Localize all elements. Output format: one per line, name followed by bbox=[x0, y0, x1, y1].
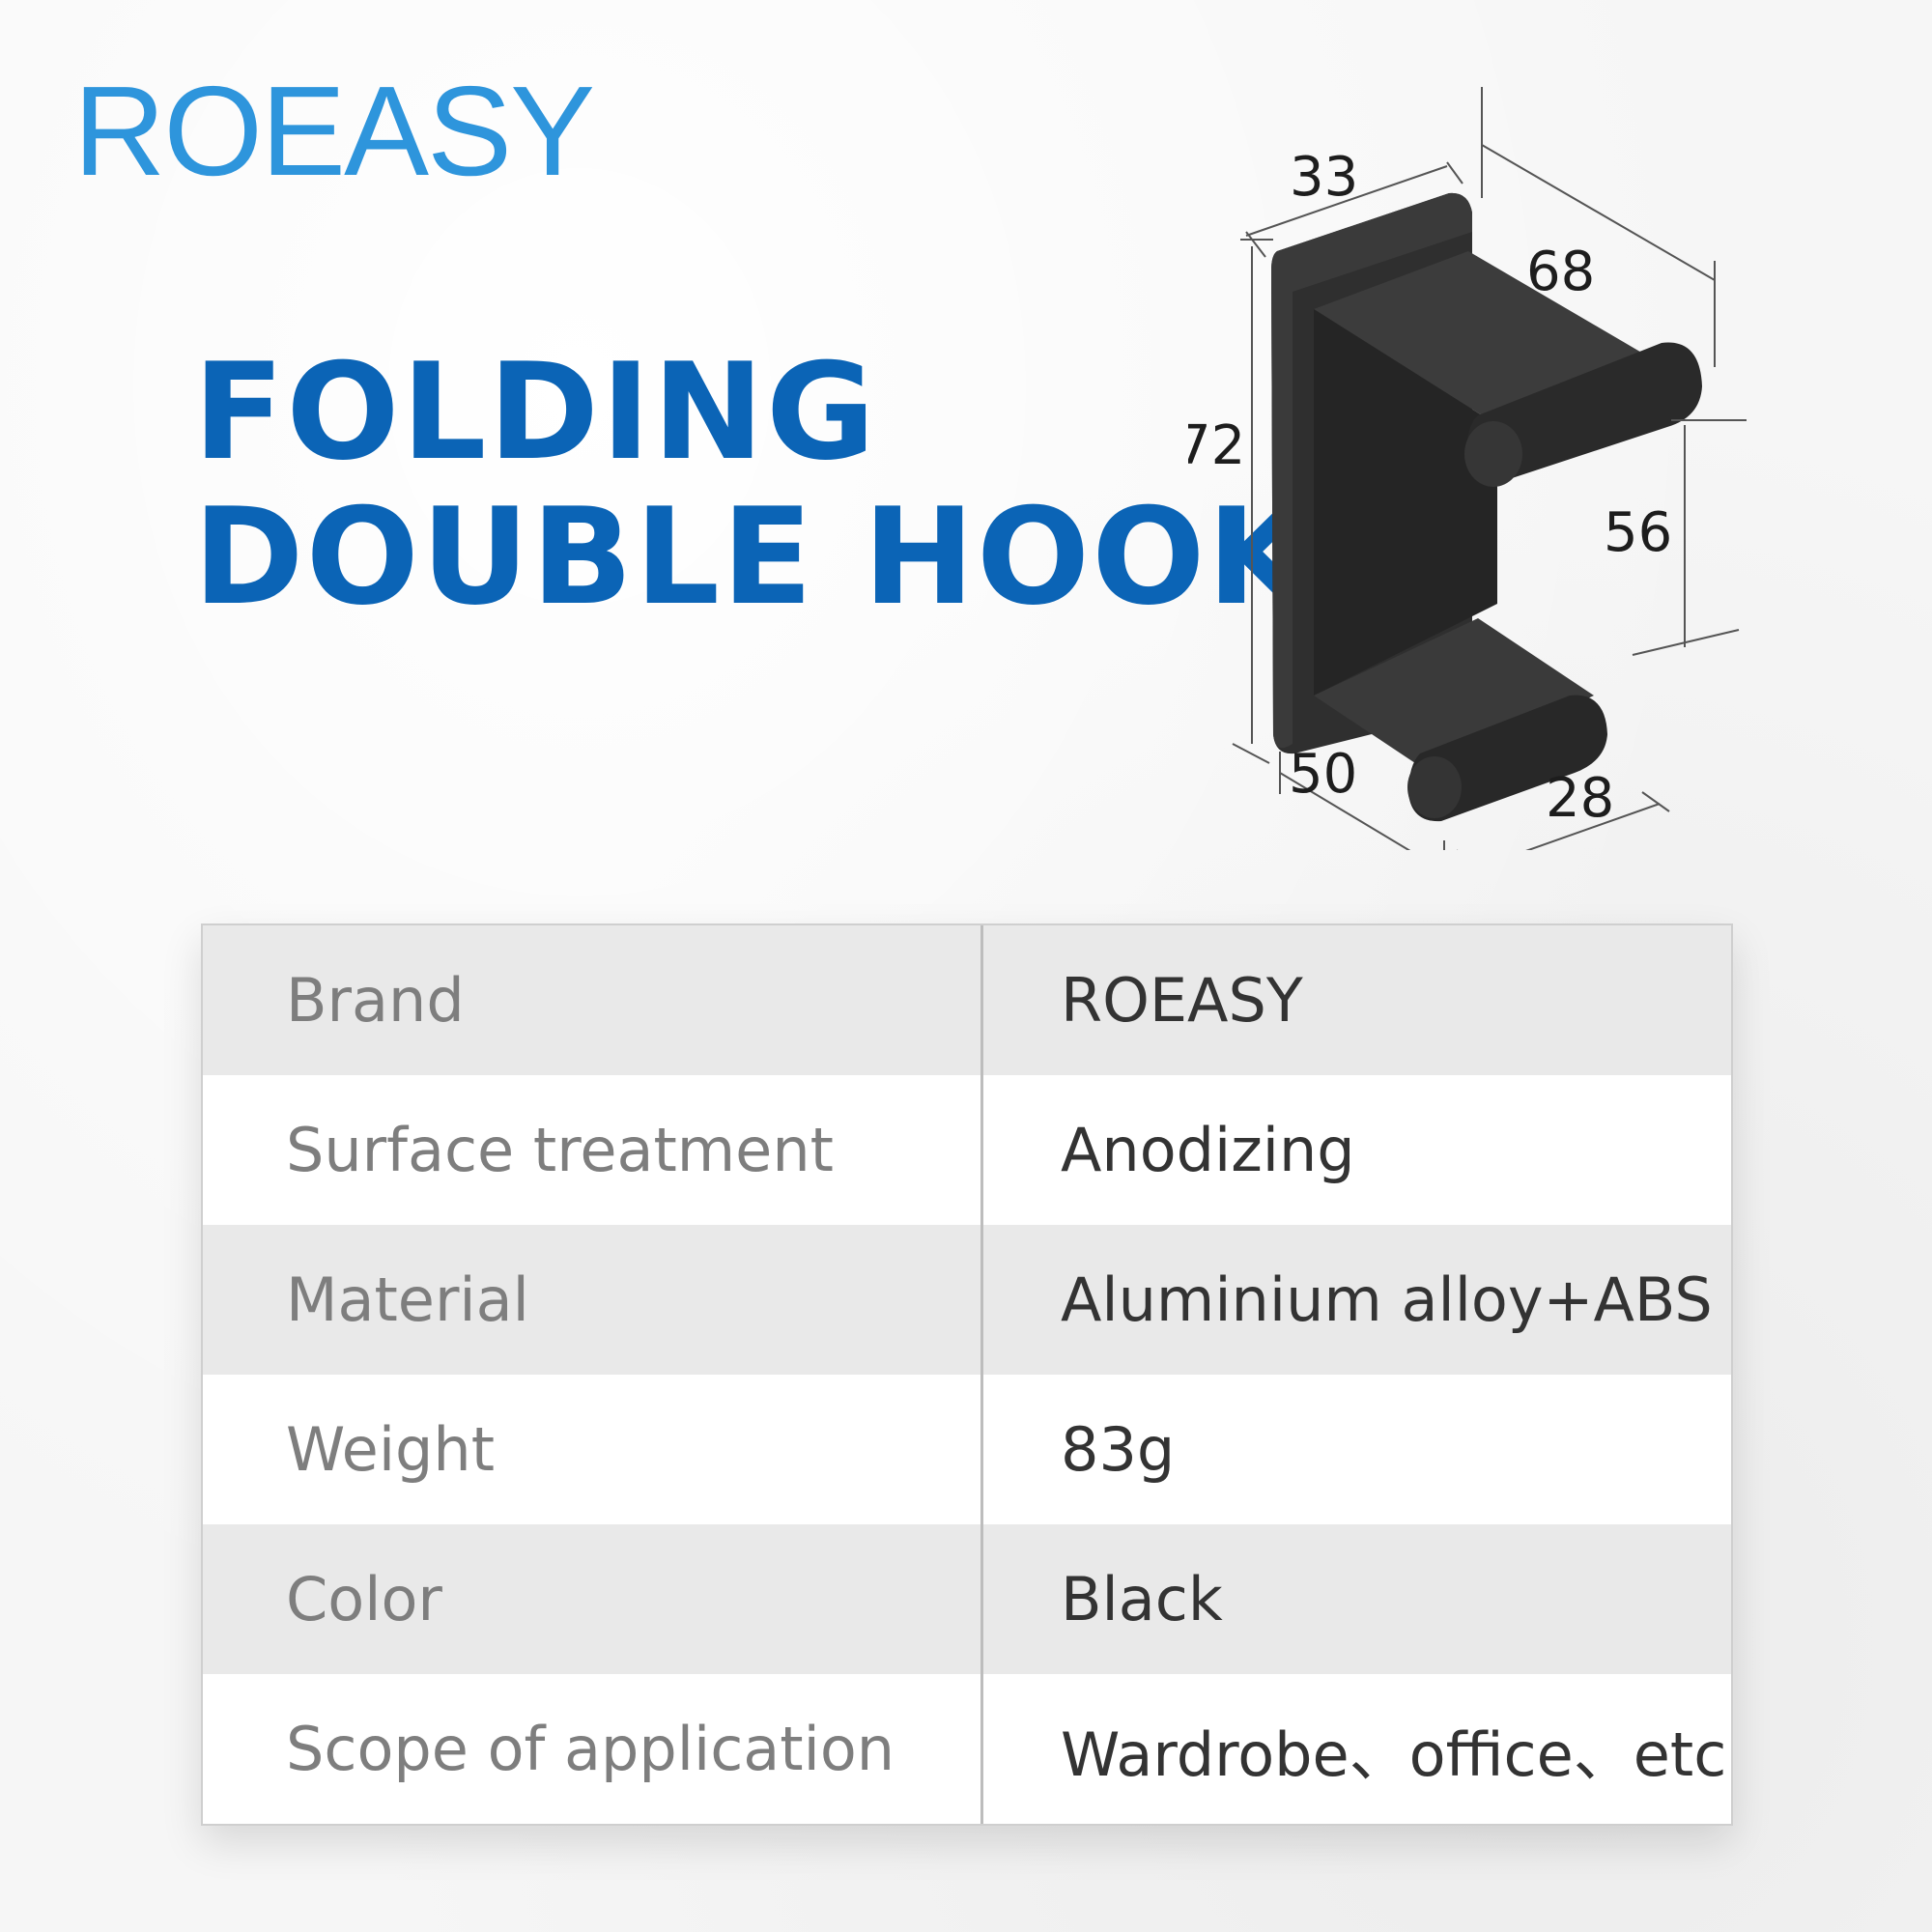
dimension-depth: 68 bbox=[1526, 241, 1595, 303]
dimension-base-depth: 50 bbox=[1289, 743, 1357, 806]
dimension-hook-length: 28 bbox=[1546, 767, 1614, 830]
spec-row-scope-of-application: Scope of application Wardrobe、office、etc bbox=[203, 1674, 1731, 1824]
spec-label: Surface treatment bbox=[203, 1075, 983, 1225]
spec-label: Brand bbox=[203, 925, 983, 1075]
spec-label: Scope of application bbox=[203, 1674, 983, 1824]
spec-value: Anodizing bbox=[1061, 1115, 1355, 1185]
dimension-hook-gap: 56 bbox=[1604, 501, 1672, 564]
spec-value: 83g bbox=[1061, 1414, 1176, 1485]
spec-value: Black bbox=[1061, 1564, 1223, 1634]
hook-dimension-diagram: 33 68 72 56 50 28 bbox=[1188, 87, 1747, 850]
spec-row-color: Color Black bbox=[203, 1524, 1731, 1674]
dimension-height: 72 bbox=[1188, 414, 1245, 477]
spec-value: ROEASY bbox=[1061, 965, 1303, 1036]
spec-value: Wardrobe、office、etc bbox=[1061, 1719, 1727, 1790]
spec-row-brand: Brand ROEASY bbox=[203, 925, 1731, 1075]
spec-label: Weight bbox=[203, 1375, 983, 1524]
spec-row-material: Material Aluminium alloy+ABS bbox=[203, 1225, 1731, 1375]
dimension-top-width: 33 bbox=[1290, 146, 1358, 209]
product-title-line-1: FOLDING bbox=[193, 334, 878, 490]
brand-logo: ROEASY bbox=[73, 60, 595, 202]
specification-table: Brand ROEASY Surface treatment Anodizing… bbox=[201, 923, 1733, 1826]
spec-label: Color bbox=[203, 1524, 983, 1674]
product-title: FOLDING DOUBLE HOOK bbox=[193, 340, 1312, 630]
spec-row-weight: Weight 83g bbox=[203, 1375, 1731, 1524]
spec-row-surface-treatment: Surface treatment Anodizing bbox=[203, 1075, 1731, 1225]
hook-illustration bbox=[1271, 192, 1702, 822]
product-title-line-2: DOUBLE HOOK bbox=[193, 479, 1313, 635]
spec-label: Material bbox=[203, 1225, 983, 1375]
spec-value: Aluminium alloy+ABS bbox=[1061, 1264, 1713, 1335]
dimension-lines bbox=[1232, 87, 1747, 850]
